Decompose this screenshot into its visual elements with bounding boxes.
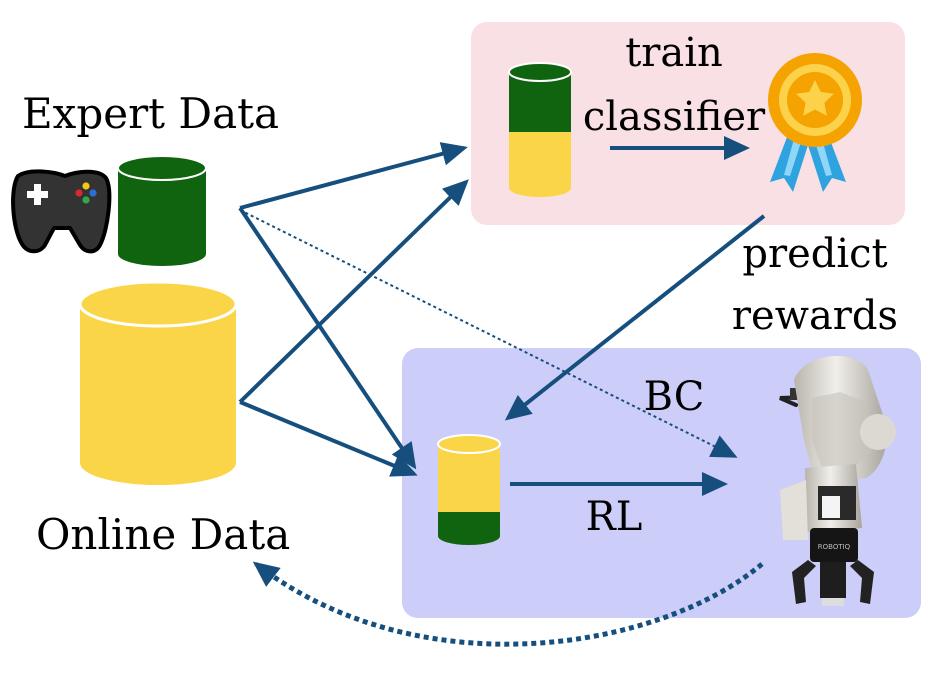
medal-icon [768,53,862,192]
arrow-online-to-rl-buffer [239,400,418,477]
gamepad-icon [11,169,112,254]
classifier-data-cylinder [508,62,572,197]
classifier-label: classifier [583,94,766,140]
rl-label: RL [586,494,643,540]
robot-arm-icon: ROBOTIQ [779,355,896,606]
replay-buffer-cylinder [437,434,501,545]
arrow-robot-to-online-data [252,561,764,647]
online-data-cylinder [78,280,238,485]
rewards-label: rewards [732,293,898,339]
arrow-expert-to-classifier [239,142,468,210]
arrow-predict-rewards [504,214,766,421]
predict-label: predict [742,231,887,277]
bc-label: BC [644,374,705,420]
arrow-bc-expert-to-robot [239,209,738,458]
online-data-label: Online Data [36,510,290,559]
arrow-online-to-classifier [238,179,469,404]
train-label: train [625,30,723,76]
robot-brand-text: ROBOTIQ [818,543,851,551]
expert-data-cylinder [117,155,207,266]
arrow-expert-to-rl-buffer [238,206,417,470]
expert-data-label: Expert Data [22,89,279,138]
